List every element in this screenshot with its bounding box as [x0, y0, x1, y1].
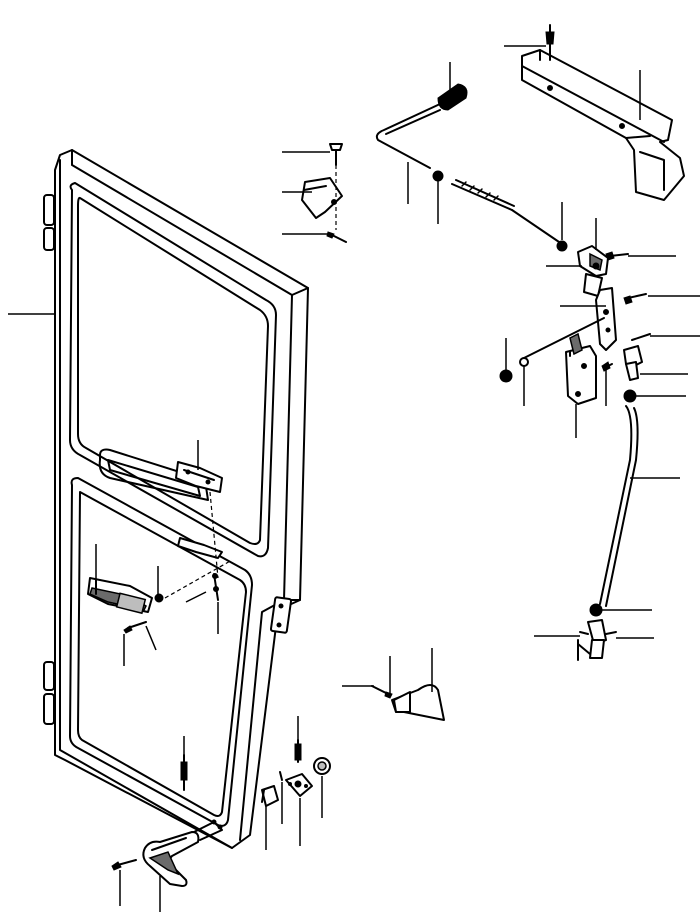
plate-screw	[371, 685, 393, 699]
outside-handle	[142, 821, 223, 887]
door-lock-assembly	[87, 577, 153, 615]
handle-nut	[211, 819, 217, 825]
assembly-line-2	[164, 559, 233, 599]
latch-bolt-2	[623, 293, 647, 305]
bent-rod	[375, 103, 441, 169]
lock-small-parts	[123, 573, 219, 634]
upper-right-bracket	[521, 49, 685, 201]
leader-lock-line	[185, 591, 207, 603]
rod-nut	[432, 170, 444, 182]
upper-bracket-plate	[301, 177, 343, 219]
rod-end-nut	[589, 603, 603, 617]
handle-nut-2	[217, 824, 223, 830]
door-side-latch	[269, 596, 293, 634]
spring-pin	[180, 754, 188, 791]
washer	[519, 357, 529, 367]
small-pin	[279, 771, 283, 781]
threaded-rod	[451, 179, 563, 245]
small-plate	[391, 684, 445, 721]
grip-knob	[437, 83, 468, 111]
remote-nut	[556, 240, 568, 252]
nut	[499, 369, 513, 383]
assembly-line-1	[209, 491, 219, 579]
door-frame	[54, 149, 309, 849]
rubber-cushion	[623, 389, 637, 403]
upper-joint	[623, 333, 651, 381]
link-rod	[523, 317, 605, 359]
catch-bolt	[601, 361, 613, 372]
stopper-bolt	[294, 739, 302, 763]
lower-latch-joint	[577, 619, 617, 661]
bracket-bolt	[545, 24, 555, 61]
remote-control-rod	[599, 405, 639, 607]
left-hinge-upper	[43, 194, 55, 251]
callout-leaders	[8, 45, 700, 912]
left-hinge-lower	[43, 661, 55, 725]
rubber-stopper	[313, 757, 331, 775]
lever-arm	[595, 287, 617, 351]
leader-lock-pin	[145, 625, 157, 651]
spacer	[261, 785, 279, 807]
center-striker-plate	[175, 461, 223, 559]
latch-bolt-1	[605, 251, 629, 261]
handle-screw	[111, 859, 137, 871]
stopper-block	[285, 773, 313, 797]
top-bolt	[329, 143, 343, 166]
door-catch	[565, 332, 597, 405]
